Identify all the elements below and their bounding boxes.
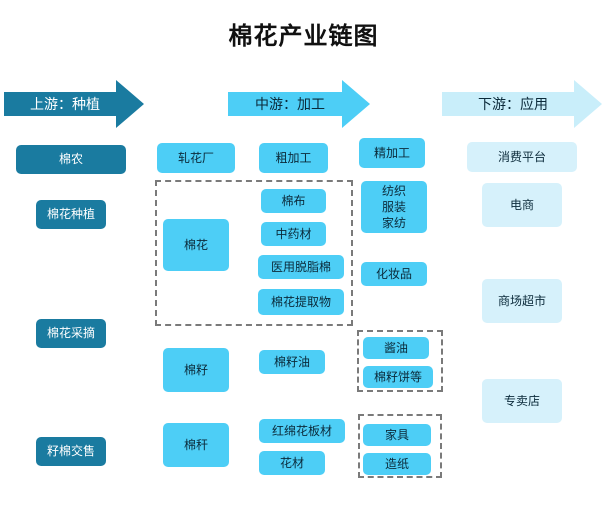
cotton-planting-box: 棉花种植 — [36, 200, 106, 229]
cottonseed-oil-box: 棉籽油 — [259, 350, 325, 374]
cotton-stalk-box: 棉秆 — [163, 423, 229, 467]
ecommerce-box: 电商 — [482, 183, 562, 227]
ginnery-box: 轧花厂 — [157, 143, 235, 173]
papermaking-box: 造纸 — [363, 453, 431, 475]
consumer-platform-box: 消费平台 — [467, 142, 577, 172]
downstream-label: 下游：应用 — [478, 97, 548, 113]
page-title: 棉花产业链图 — [228, 22, 379, 50]
upstream-arrow: 上游：种植 — [4, 80, 144, 128]
upstream-arrow-shape — [4, 80, 144, 128]
rough-processing-box: 粗加工 — [259, 143, 328, 173]
upstream-label: 上游：种植 — [30, 97, 100, 113]
seed-cake-box: 棉籽饼等 — [363, 366, 433, 388]
cloth-box: 棉布 — [261, 189, 326, 213]
seed-group-border — [357, 330, 443, 392]
midstream-label: 中游：加工 — [255, 97, 325, 113]
specialty-store-box: 专卖店 — [482, 379, 562, 423]
cotton-picking-box: 棉花采摘 — [36, 319, 106, 348]
furniture-box: 家具 — [363, 424, 431, 446]
cotton-box: 棉花 — [163, 219, 229, 271]
cottonseed-box: 棉籽 — [163, 348, 229, 392]
midstream-arrow: 中游：加工 — [228, 80, 370, 128]
cotton-group-border — [155, 180, 353, 326]
downstream-arrow-shape — [442, 80, 602, 128]
cotton-extract-box: 棉花提取物 — [258, 289, 344, 315]
flower-material-box: 花材 — [259, 451, 325, 475]
midstream-arrow-shape — [228, 80, 370, 128]
sauce-oil-box: 酱油 — [363, 337, 429, 359]
cosmetics-box: 化妆品 — [361, 262, 427, 286]
medical-cotton-box: 医用脱脂棉 — [258, 255, 344, 279]
fine-processing-box: 精加工 — [359, 138, 425, 168]
downstream-arrow: 下游：应用 — [442, 80, 602, 128]
cotton-farmer-box: 棉农 — [16, 145, 126, 174]
textile-box: 纺织 服装 家纺 — [361, 181, 427, 233]
stalk-group-border — [358, 414, 442, 478]
board-box: 红绵花板材 — [259, 419, 345, 443]
mall-box: 商场超市 — [482, 279, 562, 323]
seed-cotton-sale-box: 籽棉交售 — [36, 437, 106, 466]
chinese-medicine-box: 中药材 — [261, 222, 326, 246]
